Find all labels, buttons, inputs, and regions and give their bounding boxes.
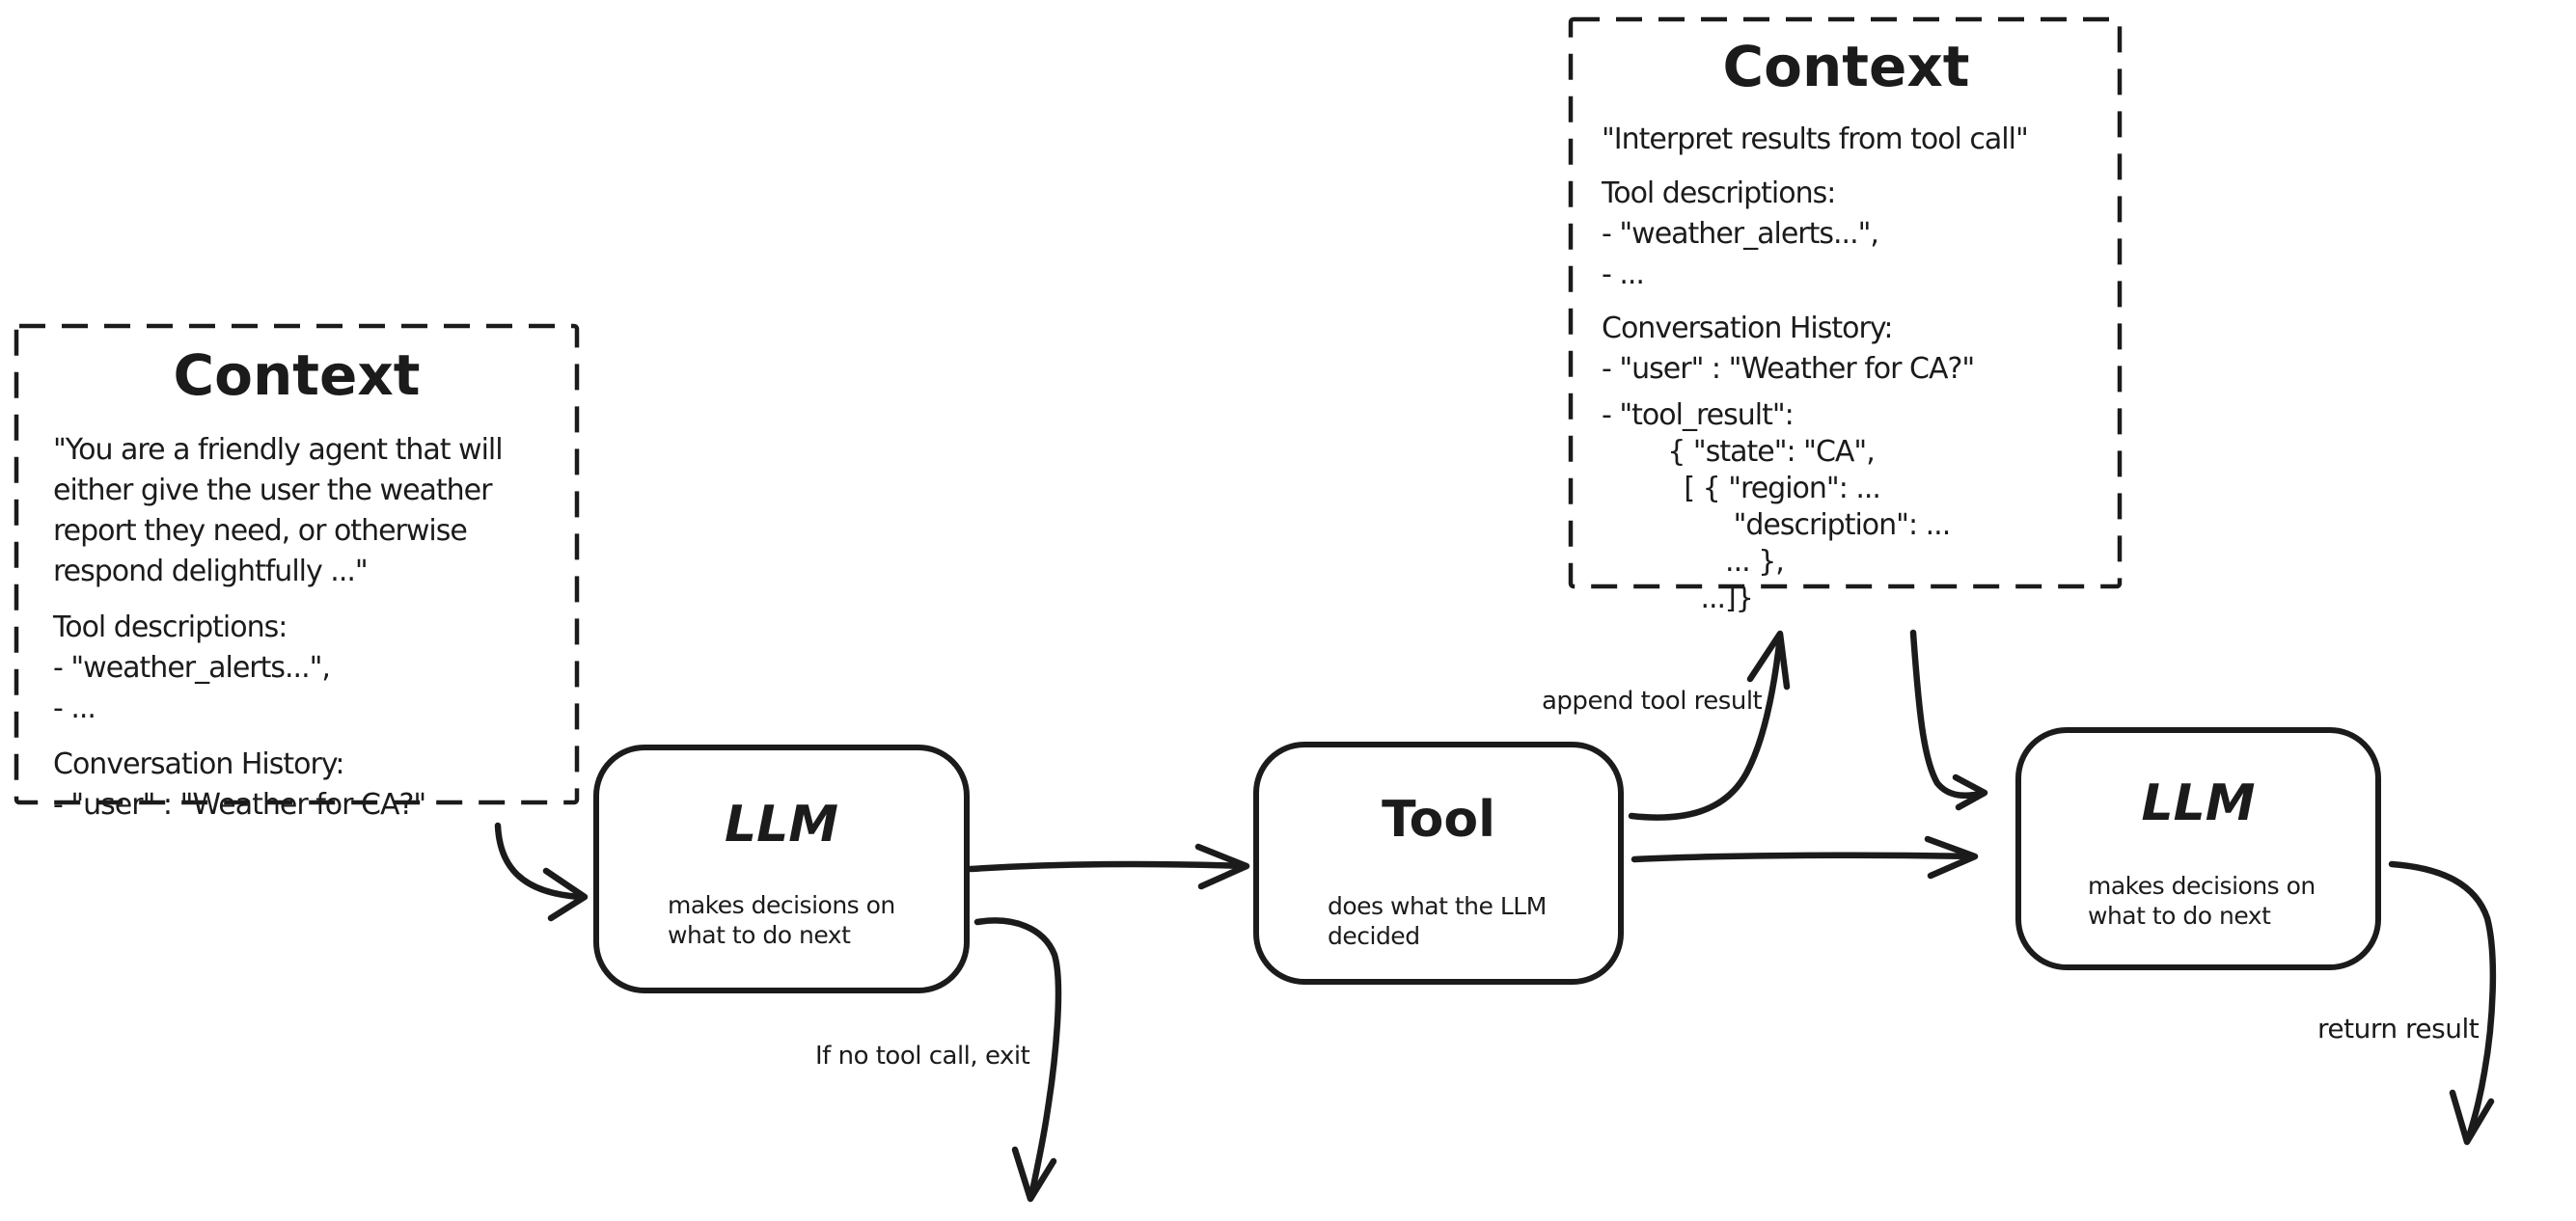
arrow-no-tool-call-exit (973, 917, 1062, 1203)
append-tool-result-label: append tool result (1542, 687, 1763, 716)
context-right-title: Context (1722, 34, 1970, 99)
llm-1-node: LLM makes decisions on what to do next (596, 747, 967, 990)
context-right-box (1568, 16, 2123, 589)
context-left-title: Context (173, 342, 421, 408)
tool-title: Tool (1382, 791, 1495, 849)
arrow-context-to-llm1 (494, 822, 589, 922)
context-right: Context "Interpret results from tool cal… (1571, 19, 2120, 615)
arrow-append-tool-result (1628, 630, 1791, 821)
tool-subtitle: does what the LLM decided (1328, 892, 1547, 950)
tool-node: Tool does what the LLM decided (1256, 745, 1621, 982)
context-right-tool-descriptions: Tool descriptions: - "weather_alerts..."… (1602, 176, 1879, 291)
return-result-label: return result (2317, 1013, 2480, 1045)
tool-node-box (1253, 742, 1624, 985)
context-right-instruction: "Interpret results from tool call" (1602, 122, 2029, 156)
llm-2-subtitle: makes decisions on what to do next (2088, 872, 2316, 930)
arrow-context-to-llm2 (1909, 629, 1988, 811)
arrow-llm1-to-tool (967, 843, 1250, 890)
llm-2-node-box (2015, 727, 2381, 970)
llm-1-subtitle: makes decisions on what to do next (668, 891, 895, 949)
context-left-conversation-history: Conversation History: - "user" : "Weathe… (53, 747, 426, 822)
context-left-box (14, 323, 580, 805)
llm-1-title: LLM (724, 796, 838, 854)
context-right-tool-result: - "tool_result": { "state": "CA", [ { "r… (1602, 398, 1951, 615)
context-left-system-prompt: "You are a friendly agent that will eith… (53, 433, 504, 588)
llm-2-title: LLM (2141, 774, 2256, 832)
llm-1-node-box (593, 745, 970, 993)
arrow-return-result (2388, 860, 2497, 1146)
no-tool-call-exit-label: If no tool call, exit (815, 1042, 1030, 1071)
llm-2-node: LLM makes decisions on what to do next (2018, 730, 2378, 967)
context-left: Context "You are a friendly agent that w… (16, 326, 577, 822)
context-left-tool-descriptions: Tool descriptions: - "weather_alerts..."… (53, 610, 331, 725)
arrow-tool-to-llm2 (1631, 835, 1979, 880)
context-right-conversation-history: Conversation History: - "user" : "Weathe… (1602, 312, 1975, 386)
